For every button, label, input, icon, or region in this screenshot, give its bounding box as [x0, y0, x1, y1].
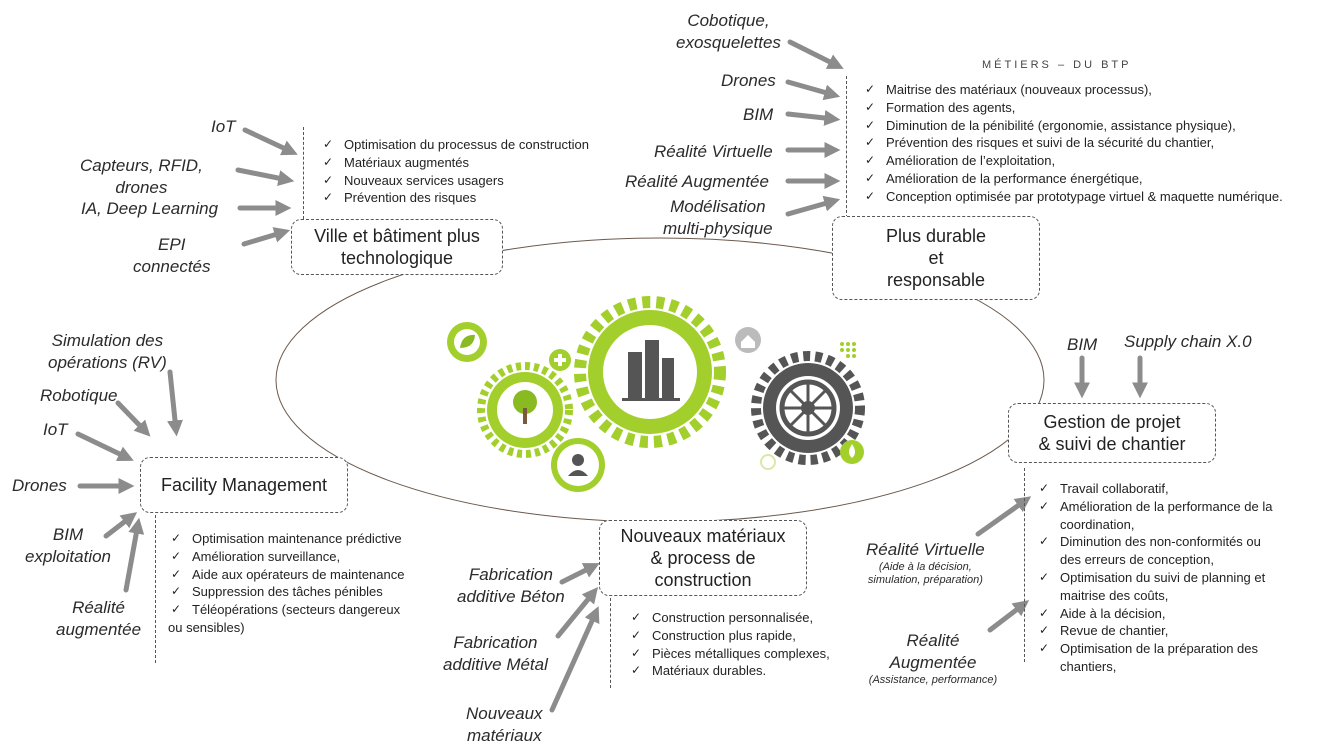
- theme-box-facility: Facility Management: [140, 457, 348, 513]
- arrow: [167, 369, 183, 437]
- benefit-item: Pièces métalliques complexes,: [628, 645, 830, 663]
- divider-line: [303, 127, 304, 219]
- benefit-item: Amélioration surveillance,: [168, 548, 404, 566]
- benefit-item: Prévention des risques: [320, 189, 589, 207]
- arrow: [123, 517, 145, 593]
- tech-drones: Drones: [721, 71, 776, 90]
- benefit-item: Amélioration de la performance de la coo…: [1036, 498, 1276, 534]
- benefit-item: Optimisation du suivi de planning et mai…: [1036, 569, 1276, 605]
- tech-bim: BIM: [743, 105, 774, 124]
- benefit-item: Construction plus rapide,: [628, 627, 830, 645]
- tech-cobotique: Cobotique,exosquelettes: [676, 11, 781, 52]
- benefit-item: Nouveaux services usagers: [320, 172, 589, 190]
- tech-bim: BIM: [1067, 335, 1098, 354]
- benefit-item: Conception optimisée par prototypage vir…: [862, 188, 1283, 206]
- tech-drones: Drones: [12, 476, 67, 495]
- benefit-item: Travail collaboratif,: [1036, 480, 1276, 498]
- wheel-gear-icon: [751, 351, 865, 465]
- arrow: [787, 39, 844, 69]
- theme-box-projet: Gestion de projet& suivi de chantier: [1008, 403, 1216, 463]
- benefit-item: Matériaux augmentés: [320, 154, 589, 172]
- arrow: [75, 431, 134, 462]
- arrow: [975, 496, 1032, 537]
- divider-line: [846, 76, 847, 218]
- arrow: [549, 606, 600, 713]
- durable-benefits: Maitrise des matériaux (nouveaux process…: [862, 81, 1283, 206]
- benefit-item: Optimisation de la préparation des chant…: [1036, 640, 1276, 676]
- tech-iot: IoT: [43, 420, 68, 439]
- tech-robotique: Robotique: [40, 386, 118, 405]
- tech-rv: Réalité Virtuelle (Aide à la décision, s…: [866, 540, 985, 586]
- leaf-icon: [447, 322, 487, 362]
- benefit-item: Construction personnalisée,: [628, 609, 830, 627]
- benefit-item: Téléopérations (secteurs dangereux: [168, 601, 404, 619]
- arrow: [103, 512, 138, 539]
- arrow: [235, 167, 295, 186]
- arrow: [242, 127, 298, 156]
- metiers-title: MÉTIERS – DU BTP: [982, 59, 1132, 71]
- benefit-item: Optimisation maintenance prédictive: [168, 530, 404, 548]
- home-icon: [735, 327, 761, 353]
- drop-icon: [840, 440, 864, 464]
- benefit-item: Maitrise des matériaux (nouveaux process…: [862, 81, 1283, 99]
- benefit-item: Prévention des risques et suivi de la sé…: [862, 134, 1283, 152]
- plus-icon: [549, 349, 571, 371]
- tree-icon: [477, 362, 573, 458]
- benefit-item: Diminution de la pénibilité (ergonomie, …: [862, 117, 1283, 135]
- tech-capteurs: Capteurs, RFID,drones: [80, 156, 203, 197]
- facility-benefits: Optimisation maintenance prédictive Amél…: [168, 530, 404, 619]
- worker-icon: [551, 438, 605, 492]
- tech-ra: Réalité Augmentée: [625, 172, 769, 191]
- benefit-item: Amélioration de l’exploitation,: [862, 152, 1283, 170]
- divider-line: [155, 515, 156, 663]
- benefit-item: Revue de chantier,: [1036, 622, 1276, 640]
- benefit-item: Aide aux opérateurs de maintenance: [168, 566, 404, 584]
- arrow: [785, 195, 841, 217]
- materiaux-benefits: Construction personnalisée, Construction…: [628, 609, 830, 680]
- benefit-item: Amélioration de la performance énergétiq…: [862, 170, 1283, 188]
- arrow: [785, 110, 841, 126]
- benefit-item: Formation des agents,: [862, 99, 1283, 117]
- benefit-item: Matériaux durables.: [628, 662, 830, 680]
- arrow: [115, 400, 151, 437]
- arrow: [785, 79, 841, 101]
- arrow: [559, 563, 600, 585]
- buildings-icon: [622, 340, 680, 401]
- divider-line: [610, 598, 611, 688]
- benefit-item: Aide à la décision,: [1036, 605, 1276, 623]
- benefit-item: Suppression des tâches pénibles: [168, 583, 404, 601]
- benefit-item: Diminution des non-conformités ou des er…: [1036, 533, 1276, 569]
- tech-supply: Supply chain X.0: [1124, 332, 1252, 351]
- tech-iot: IoT: [211, 117, 236, 136]
- tech-rv: Réalité Virtuelle: [654, 142, 773, 161]
- projet-benefits: Travail collaboratif, Amélioration de la…: [1036, 480, 1276, 676]
- arrow: [987, 600, 1030, 633]
- arrow: [555, 587, 599, 639]
- arrows-group: [75, 39, 1149, 713]
- central-illustration: [447, 296, 865, 492]
- benefit-item: Optimisation du processus de constructio…: [320, 136, 589, 154]
- tech-ra: Réalité Augmentée (Assistance, performan…: [868, 631, 998, 686]
- facility-benefit-continuation: ou sensibles): [168, 620, 245, 635]
- grid-icon: [840, 342, 856, 358]
- ville-benefits: Optimisation du processus de constructio…: [320, 136, 589, 207]
- divider-line: [1024, 468, 1025, 662]
- arrow: [241, 227, 291, 247]
- tech-ia: IA, Deep Learning: [81, 199, 219, 218]
